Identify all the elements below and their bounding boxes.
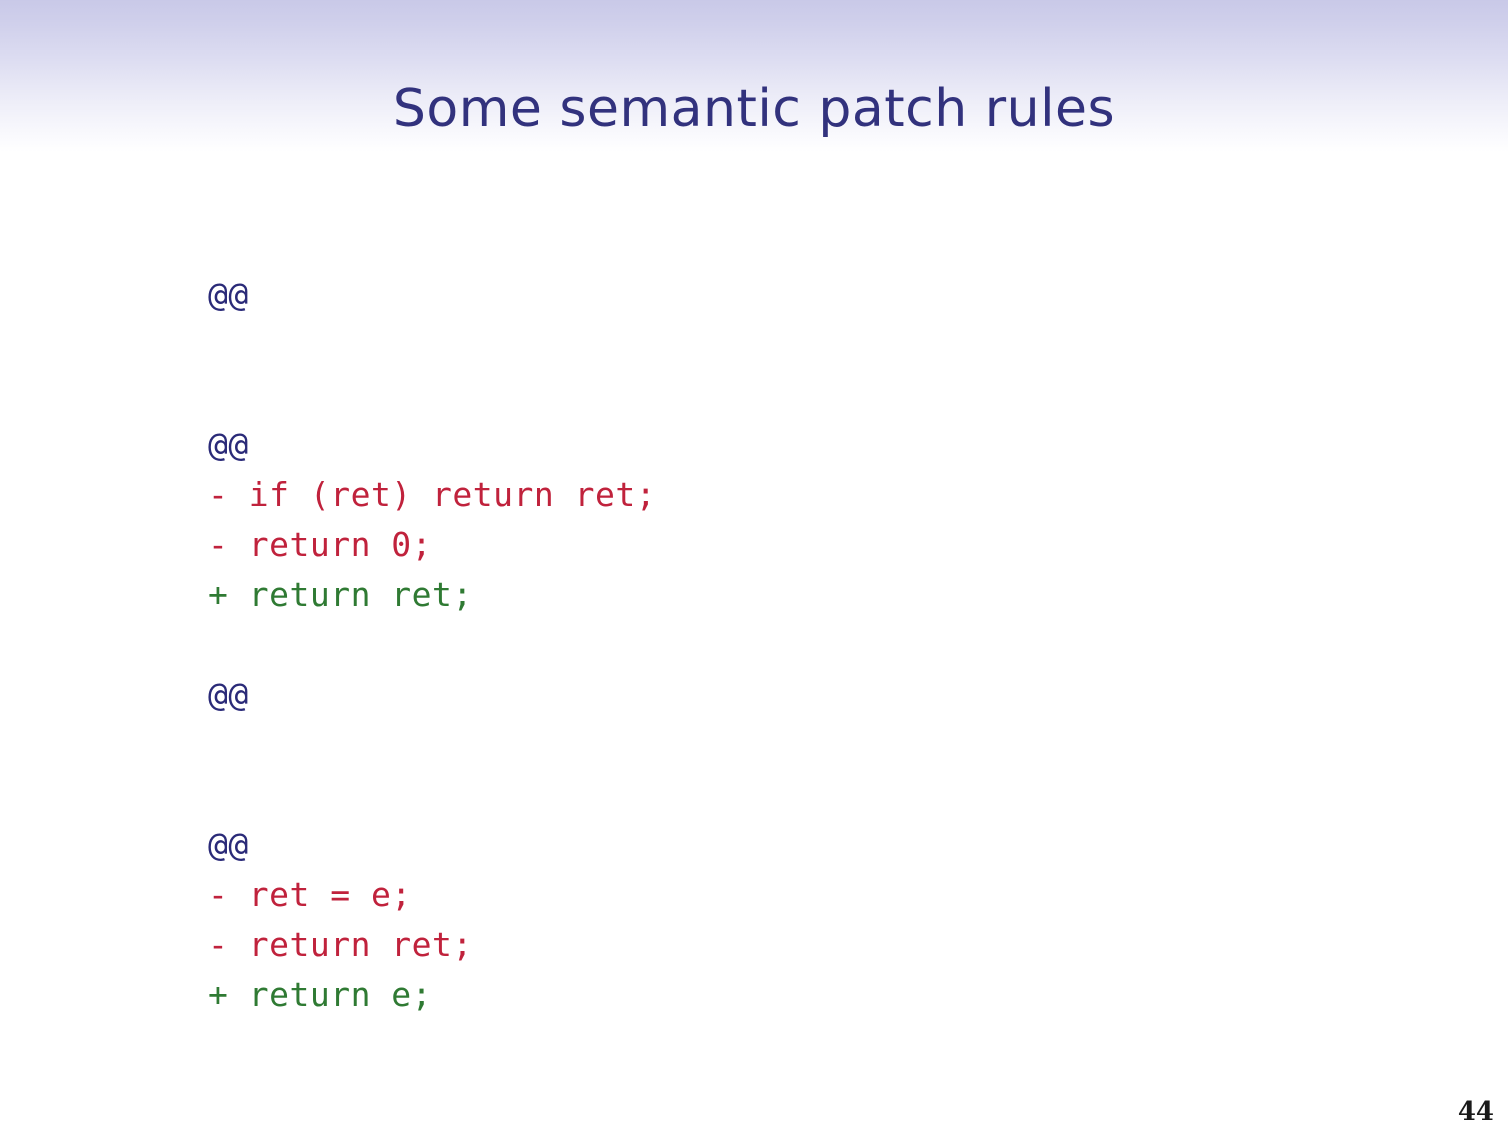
semantic-patch-rule-4: @@ - ret = e; - return ret; + return e; bbox=[208, 770, 1308, 1020]
page-number: 44 bbox=[1457, 1097, 1494, 1127]
semantic-patch-rule-2: @@ - if (ret) return ret; - return 0; + ret… bbox=[208, 370, 1308, 620]
blank-line bbox=[208, 620, 1308, 670]
blank-line bbox=[208, 770, 1308, 820]
added-code-line: + return ret; bbox=[208, 575, 473, 614]
added-code-line: + return e; bbox=[208, 975, 433, 1014]
semantic-patch-rule-3: @@ bbox=[208, 620, 1308, 770]
semantic-patch-code-region: @@ @@ - if (ret) return ret; - return 0; + … bbox=[208, 270, 1308, 1020]
removed-code-line: - ret = e; bbox=[208, 875, 412, 914]
rule-marker-line: @@ bbox=[208, 275, 249, 314]
rule-marker-line: @@ bbox=[208, 425, 249, 464]
blank-line bbox=[208, 320, 1308, 370]
blank-line bbox=[208, 720, 1308, 770]
removed-code-line: - return ret; bbox=[208, 925, 473, 964]
rule-marker-line: @@ bbox=[208, 825, 249, 864]
blank-line bbox=[208, 370, 1308, 420]
removed-code-line: - if (ret) return ret; bbox=[208, 475, 657, 514]
semantic-patch-rule-1: @@ bbox=[208, 270, 1308, 370]
rule-marker-line: @@ bbox=[208, 675, 249, 714]
removed-code-line: - return 0; bbox=[208, 525, 433, 564]
page-title: Some semantic patch rules bbox=[392, 79, 1116, 139]
